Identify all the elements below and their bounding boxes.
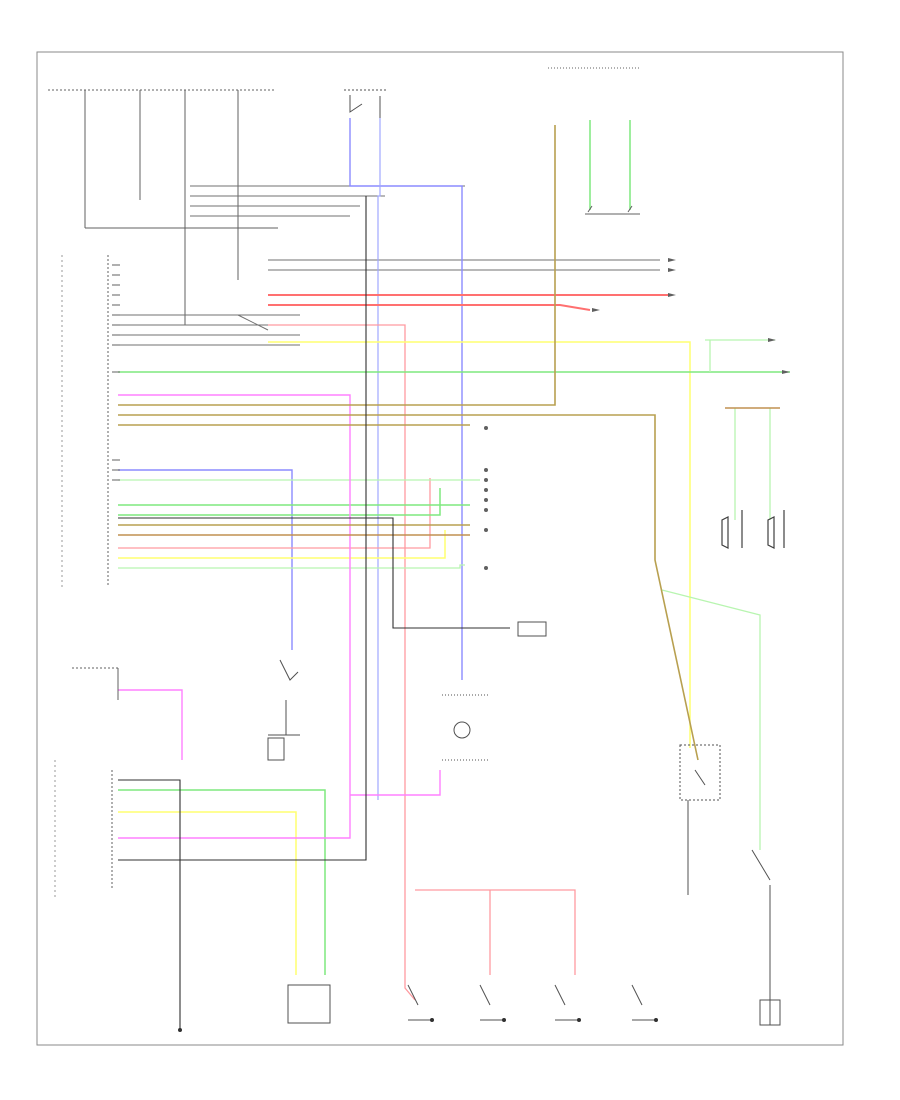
keyless-receiver (548, 67, 640, 215)
green-wires (118, 120, 790, 975)
light-green-wires (118, 339, 775, 850)
magenta-wires (118, 394, 441, 839)
light-blue-wires (377, 118, 381, 800)
hood-switch-symbol (679, 744, 721, 895)
trunk-switch-symbol (751, 849, 781, 1026)
keyless-control-unit (54, 667, 119, 900)
blue-wires (118, 118, 463, 680)
olive-wires (118, 125, 699, 761)
gray-feed-wires (118, 185, 660, 346)
yellow-wires (118, 341, 691, 975)
red-wires (268, 294, 672, 311)
horn-symbols (721, 510, 785, 549)
door-lock-actuator (267, 659, 300, 761)
fuse-box-group (48, 89, 278, 325)
door-lock-switch-symbol (344, 89, 388, 118)
pink-wires (118, 324, 576, 1001)
output-arrows (484, 426, 488, 570)
module-pins (112, 264, 120, 481)
lighting-circuit-arrows (592, 258, 790, 374)
brown-wires (118, 407, 780, 536)
diagram-frame (36, 51, 844, 1046)
dark-wires (118, 196, 510, 1030)
switch-terminals (178, 1018, 658, 1032)
security-indicator-symbol (442, 621, 547, 761)
door-switch-symbols (287, 984, 656, 1024)
